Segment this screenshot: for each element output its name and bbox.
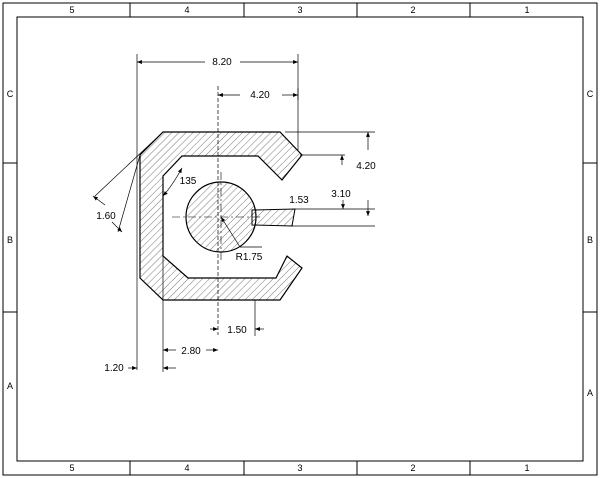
- dim-inner-offset: 2.80: [162, 180, 218, 372]
- zone-col-5-top: 5: [69, 5, 74, 15]
- c-profile-section: [139, 131, 303, 301]
- part-section: [139, 131, 303, 301]
- zone-row-a-right: A: [587, 388, 593, 398]
- dim-angle: 135: [162, 167, 197, 197]
- dim-label-inner-offset: 2.80: [181, 346, 201, 357]
- dim-label-height-right: 4.20: [356, 161, 376, 172]
- zone-row-c-left: C: [7, 89, 14, 99]
- dim-label-wall: 1.20: [104, 363, 124, 374]
- dim-radius: R1.75: [220, 216, 263, 263]
- row-labels-right: C B A: [587, 89, 594, 398]
- dim-label-center-offset: 1.50: [227, 325, 247, 336]
- row-labels-left: C B A: [7, 89, 14, 391]
- zone-row-b-left: B: [7, 235, 13, 245]
- dim-slot-width: 1.53: [289, 195, 309, 206]
- dim-label-slot-offset: 4.20: [250, 90, 270, 101]
- dim-label-slot-height: 3.10: [331, 189, 351, 200]
- dim-slot-height: 3.10: [292, 189, 375, 227]
- zone-row-b-right: B: [587, 235, 593, 245]
- column-labels-bottom: 5 4 3 2 1: [69, 463, 529, 473]
- zone-col-2-bottom: 2: [410, 463, 415, 473]
- zone-col-4-bottom: 4: [184, 463, 189, 473]
- dim-overall-width: 8.20: [136, 54, 299, 370]
- dim-slot-offset: 4.20: [217, 86, 299, 335]
- dim-label-chamfer: 1.60: [96, 211, 116, 222]
- dim-label-angle: 135: [180, 176, 197, 187]
- dim-chamfer: 1.60: [92, 131, 164, 233]
- zone-row-c-right: C: [587, 89, 594, 99]
- zone-row-a-left: A: [7, 381, 13, 391]
- zone-col-3-top: 3: [297, 5, 302, 15]
- dim-label-slot-width: 1.53: [289, 195, 309, 206]
- zone-col-4-top: 4: [184, 5, 189, 15]
- dim-label-radius: R1.75: [236, 252, 263, 263]
- zone-col-3-bottom: 3: [297, 463, 302, 473]
- slot-tab-section: [251, 208, 296, 227]
- zone-col-2-top: 2: [410, 5, 415, 15]
- dim-center-offset: 1.50: [210, 300, 264, 336]
- dim-wall: 1.20: [104, 363, 176, 374]
- dim-height-right: 4.20: [285, 131, 376, 172]
- zone-col-1-bottom: 1: [524, 463, 529, 473]
- column-labels-top: 5 4 3 2 1: [69, 5, 529, 15]
- dim-label-overall-width: 8.20: [212, 57, 232, 68]
- zone-col-5-bottom: 5: [69, 463, 74, 473]
- zone-col-1-top: 1: [524, 5, 529, 15]
